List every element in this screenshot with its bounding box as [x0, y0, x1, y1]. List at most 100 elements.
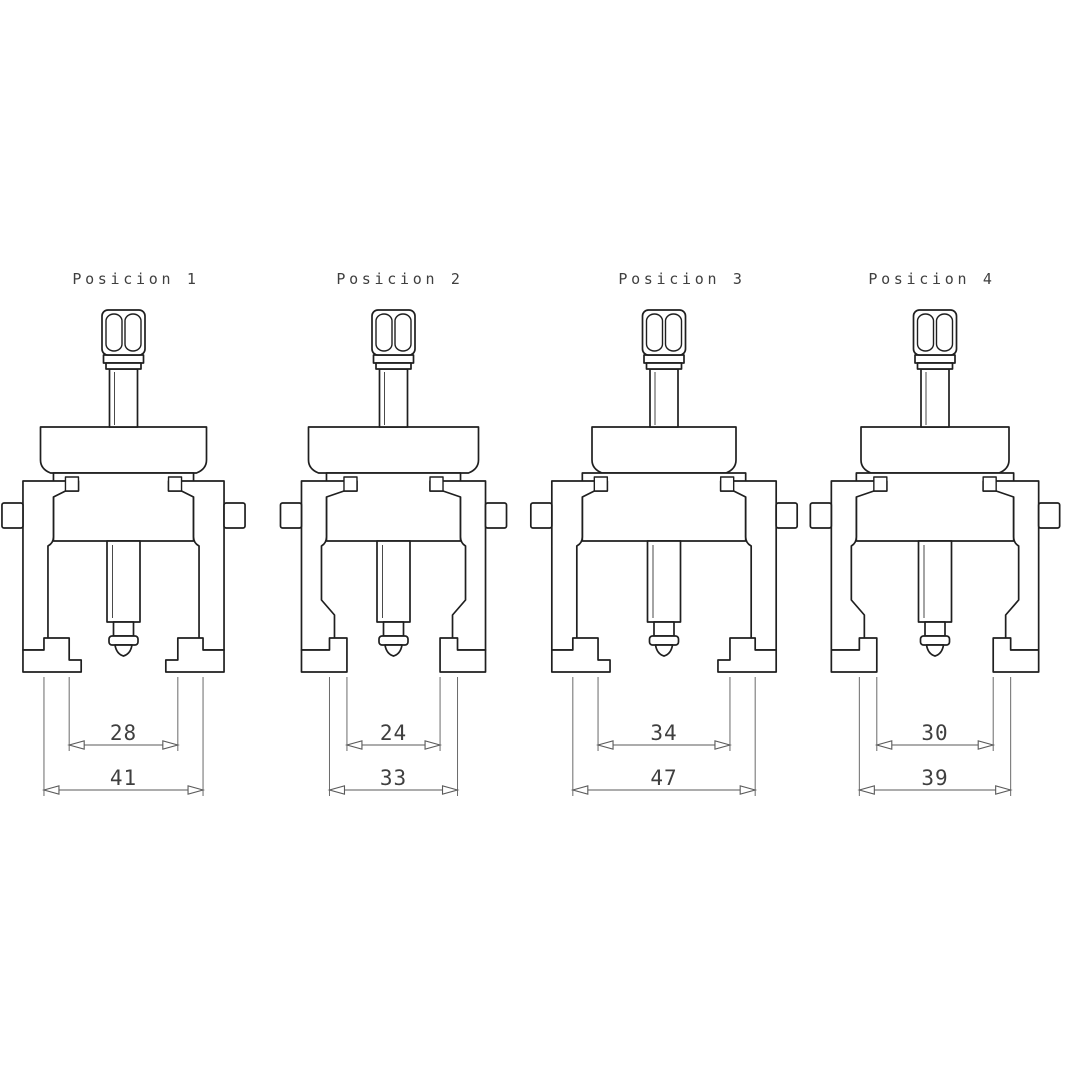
dimension-arrow [441, 785, 460, 795]
dimension-arrow [41, 785, 60, 795]
hex-nut-facet [664, 313, 683, 352]
jaw-claw [22, 637, 83, 673]
spindle-tip-dome [114, 644, 133, 657]
right-leg-group [982, 476, 1061, 673]
dimension-arrow [162, 740, 180, 750]
right-leg-group [717, 476, 799, 673]
spindle-tip-flange [108, 635, 139, 646]
jaw-claw [439, 637, 487, 673]
lower-spindle [376, 540, 411, 623]
upper-shaft [920, 368, 950, 428]
inner-dimension-label: 24 [380, 721, 407, 745]
spindle-tip-flange [378, 635, 409, 646]
upper-shaft [649, 368, 679, 428]
nut-collar-upper [102, 354, 145, 364]
outer-dimension-label: 41 [110, 766, 137, 790]
hex-nut-facet [124, 313, 142, 352]
jaw-claw [550, 637, 611, 673]
leg-pivot-tab [809, 502, 833, 529]
outer-dimension-label: 39 [921, 766, 948, 790]
nut-collar-upper [914, 354, 956, 364]
hex-nut-facet [394, 313, 412, 352]
leg-bar [830, 480, 888, 651]
jaw-claw [717, 637, 778, 673]
jaw-claw [830, 637, 878, 673]
hex-nut-facet [375, 313, 393, 352]
jaw-claw [164, 637, 225, 673]
center-block [581, 472, 747, 542]
jaw-claw [300, 637, 348, 673]
outer-dimension-label: 47 [650, 766, 677, 790]
nut-collar-lower [105, 362, 142, 370]
dimension-arrow [874, 740, 893, 750]
nut-collar-upper [643, 354, 685, 364]
spindle-tip-step [924, 621, 946, 637]
leg-hook-slot [343, 476, 358, 492]
leg-bar [300, 480, 358, 651]
spindle-tip-dome [925, 644, 945, 657]
left-leg-group [809, 476, 888, 673]
nut-collar-lower [916, 362, 954, 370]
leg-pivot-tab [223, 502, 246, 529]
yoke-crossbar [860, 426, 1010, 474]
leg-hook-slot [593, 476, 609, 492]
inner-dimension-label: 28 [110, 721, 137, 745]
left-leg-group [279, 476, 358, 673]
leg-pivot-tab [1037, 502, 1061, 529]
hex-nut-facet [916, 313, 935, 352]
leg-pivot-tab [1, 502, 24, 529]
dimension-arrow [596, 740, 614, 750]
leg-pivot-tab [279, 502, 303, 529]
dimension-arrow [424, 740, 443, 750]
dimension-arrow [977, 740, 996, 750]
lower-spindle [917, 540, 953, 623]
dimension-arrow [187, 785, 206, 795]
leg-hook-slot [873, 476, 888, 492]
inner-dimension-label: 34 [650, 721, 677, 745]
leg-pivot-tab [775, 502, 799, 529]
hex-nut-facet [645, 313, 664, 352]
hex-nut-facet [935, 313, 954, 352]
dimension-arrow [327, 785, 346, 795]
jaw-claw [992, 637, 1040, 673]
figure-title: Posicion 1 [72, 270, 199, 288]
dimension-arrow [739, 785, 758, 795]
spindle-tip-dome [654, 644, 674, 657]
dimension-arrow [995, 785, 1013, 795]
nut-collar-upper [372, 354, 415, 364]
yoke-crossbar [307, 426, 480, 474]
lower-spindle [646, 540, 682, 623]
dimension-arrow [857, 785, 875, 795]
leg-hook-slot [719, 476, 735, 492]
leg-bar [429, 480, 487, 651]
figure-title: Posicion 4 [868, 270, 995, 288]
puller-figure-1: Posicion 1 28 41 [1, 270, 246, 796]
inner-dimension-label: 30 [921, 721, 948, 745]
spindle-tip-flange [919, 635, 951, 646]
left-leg-group [529, 476, 611, 673]
yoke-crossbar [591, 426, 737, 474]
leg-hook-slot [429, 476, 444, 492]
spindle-tip-step [653, 621, 675, 637]
right-leg-group [164, 476, 246, 673]
puller-figure-4: Posicion 4 30 39 [809, 270, 1061, 796]
dimension-arrow [570, 785, 589, 795]
dimension-arrow [344, 740, 363, 750]
yoke-crossbar [39, 426, 208, 474]
right-leg-group [429, 476, 508, 673]
upper-shaft [378, 368, 409, 428]
leg-hook-slot [167, 476, 183, 492]
figure-title: Posicion 2 [336, 270, 463, 288]
leg-hook-slot [982, 476, 997, 492]
puller-figure-3: Posicion 3 34 47 [529, 270, 799, 796]
figure-title: Posicion 3 [618, 270, 745, 288]
leg-bar [982, 480, 1040, 651]
nut-collar-lower [645, 362, 683, 370]
leg-pivot-tab [529, 502, 553, 529]
left-leg-group [1, 476, 83, 673]
nut-collar-lower [375, 362, 412, 370]
leg-hook-slot [64, 476, 80, 492]
